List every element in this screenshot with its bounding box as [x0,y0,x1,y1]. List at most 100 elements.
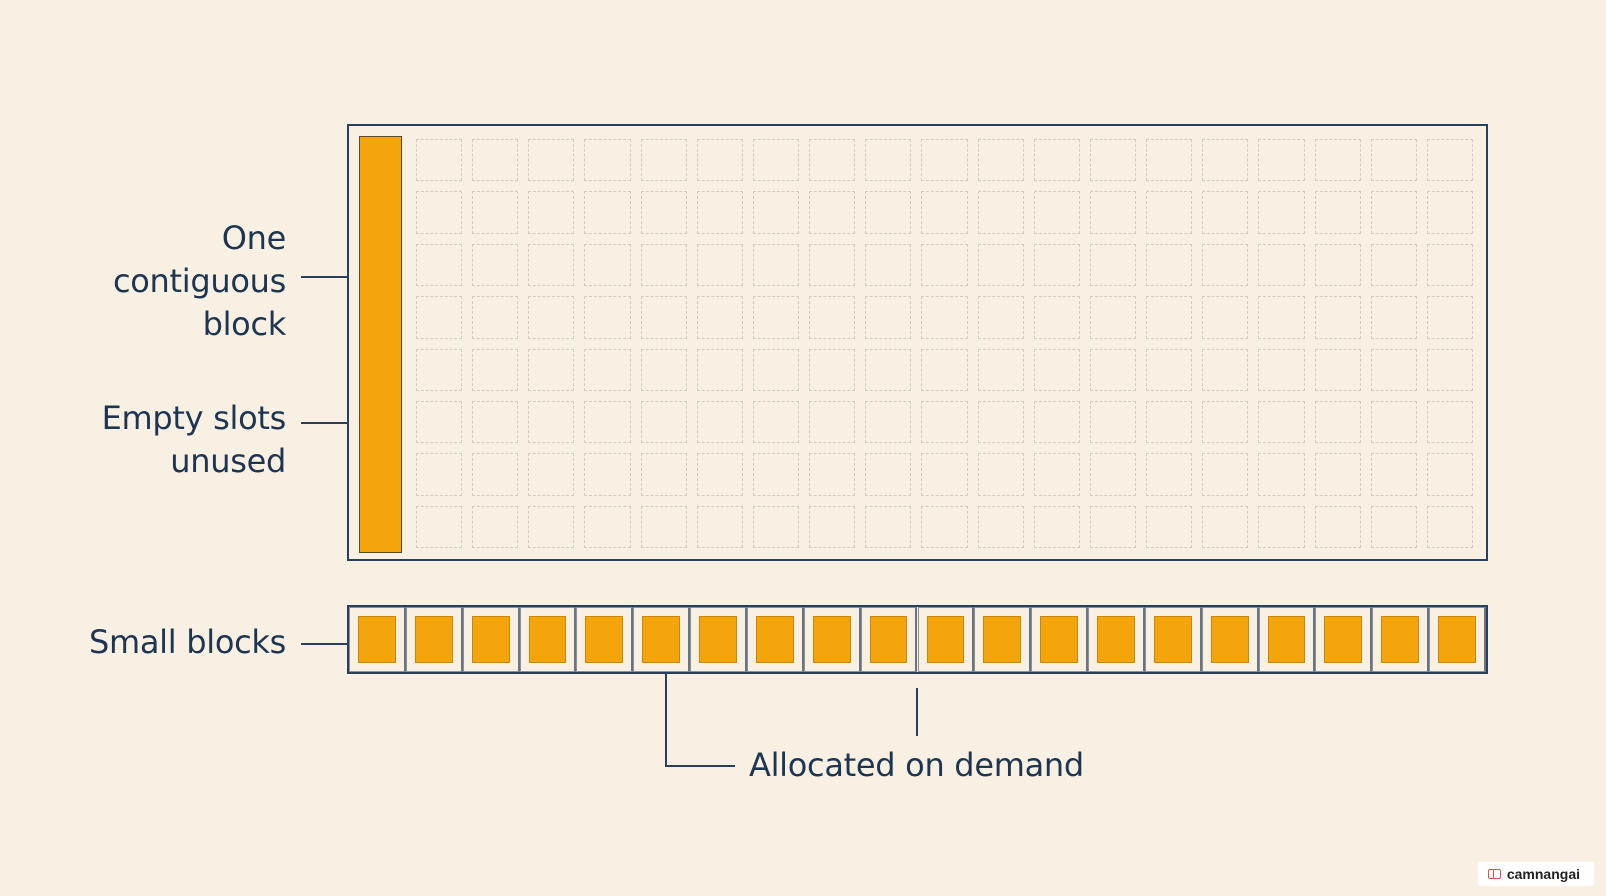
empty-slot [416,348,463,391]
empty-slot [1314,453,1361,496]
empty-slot [921,243,968,287]
empty-slot [1314,139,1361,182]
empty-slot [696,348,743,391]
empty-slot [696,191,743,234]
small-block-fill [699,616,737,663]
empty-slot [584,296,631,339]
empty-slot [584,505,631,548]
contiguous-block-label: One contiguous block [113,217,286,346]
small-block [1201,607,1259,672]
empty-slot [1033,348,1080,391]
contiguous-label-line-2: contiguous [112,262,286,300]
small-block-fill [755,616,794,663]
small-block [917,607,975,672]
empty-slot [752,453,800,496]
empty-slot [1314,191,1361,234]
empty-slot [865,453,912,496]
empty-slot [416,296,463,339]
small-blocks-strip [347,605,1488,674]
empty-slot [1370,243,1417,287]
empty-slot [584,139,631,182]
empty-slot [1258,400,1305,444]
empty-slot [584,400,631,444]
empty-slot [752,400,800,444]
empty-slot [1370,348,1417,391]
empty-slot [1314,505,1361,548]
empty-slot [1202,453,1249,496]
empty-slot [977,348,1024,391]
small-block-fill [1097,616,1135,663]
empty-slot [1426,243,1473,287]
empty-slot [584,348,631,391]
small-block-fill [1267,616,1306,663]
empty-slot [528,400,575,444]
small-block [1429,607,1486,672]
small-block [519,607,577,672]
empty-slot [1370,139,1417,182]
empty-slot [865,243,912,287]
small-block-fill [1324,616,1363,663]
small-block-fill [1210,616,1249,663]
empty-slot [1033,505,1080,548]
empty-slot [1314,400,1361,444]
empty-slot [1314,243,1361,287]
small-block [1031,607,1089,672]
empty-slot [640,191,687,234]
empty-slot [1089,243,1137,287]
empty-slot [528,348,575,391]
small-block-fill [1040,616,1079,663]
empty-slot [865,348,912,391]
watermark-text: camnangai [1506,866,1580,882]
contiguous-memory-panel [347,124,1488,561]
empty-slot [809,348,856,391]
small-blocks-leader-line [301,643,348,645]
small-block [974,607,1032,672]
empty-slot [472,191,519,234]
empty-slot [977,139,1024,182]
empty-slot [921,505,968,548]
empty-slot [472,243,519,287]
empty-slot [1426,348,1473,391]
small-block-fill [585,616,624,663]
empty-slot [1426,453,1473,496]
empty-slot [640,348,687,391]
empty-slot [1202,243,1249,287]
empty-slot [1033,400,1080,444]
small-block [1372,607,1430,672]
allocated-on-demand-text: Allocated on demand [749,746,1084,784]
empty-slot [752,243,800,287]
empty-slot [1089,139,1137,182]
empty-slot [1258,505,1305,548]
empty-slot [528,453,575,496]
empty-slot [640,400,687,444]
empty-slot [1258,191,1305,234]
empty-slot [1089,191,1137,234]
small-block [576,607,634,672]
empty-slot [865,191,912,234]
empty-slot [1258,453,1305,496]
empty-slot [1426,139,1473,182]
book-icon [1487,869,1501,879]
empty-slot [416,453,463,496]
empty-slot [1202,400,1249,444]
empty-slot [865,505,912,548]
watermark-badge: camnangai [1477,862,1594,886]
contiguous-label-line-1: One [221,219,287,257]
small-block-fill [869,616,908,663]
empty-slots-label: Empty slots unused [102,397,287,483]
empty-slot [416,505,463,548]
empty-slot [1089,505,1137,548]
empty-slot [921,139,968,182]
empty-slot [640,453,687,496]
empty-slot [809,139,856,182]
empty-slot [696,139,743,182]
empty-slot [472,453,519,496]
empty-slot [1146,191,1193,234]
empty-slot [977,505,1024,548]
empty-slot [696,400,743,444]
small-blocks-label: Small blocks [89,621,286,664]
small-block [860,607,918,672]
small-block [1258,607,1316,672]
small-block-fill [1438,616,1476,663]
small-block-fill [642,616,681,663]
